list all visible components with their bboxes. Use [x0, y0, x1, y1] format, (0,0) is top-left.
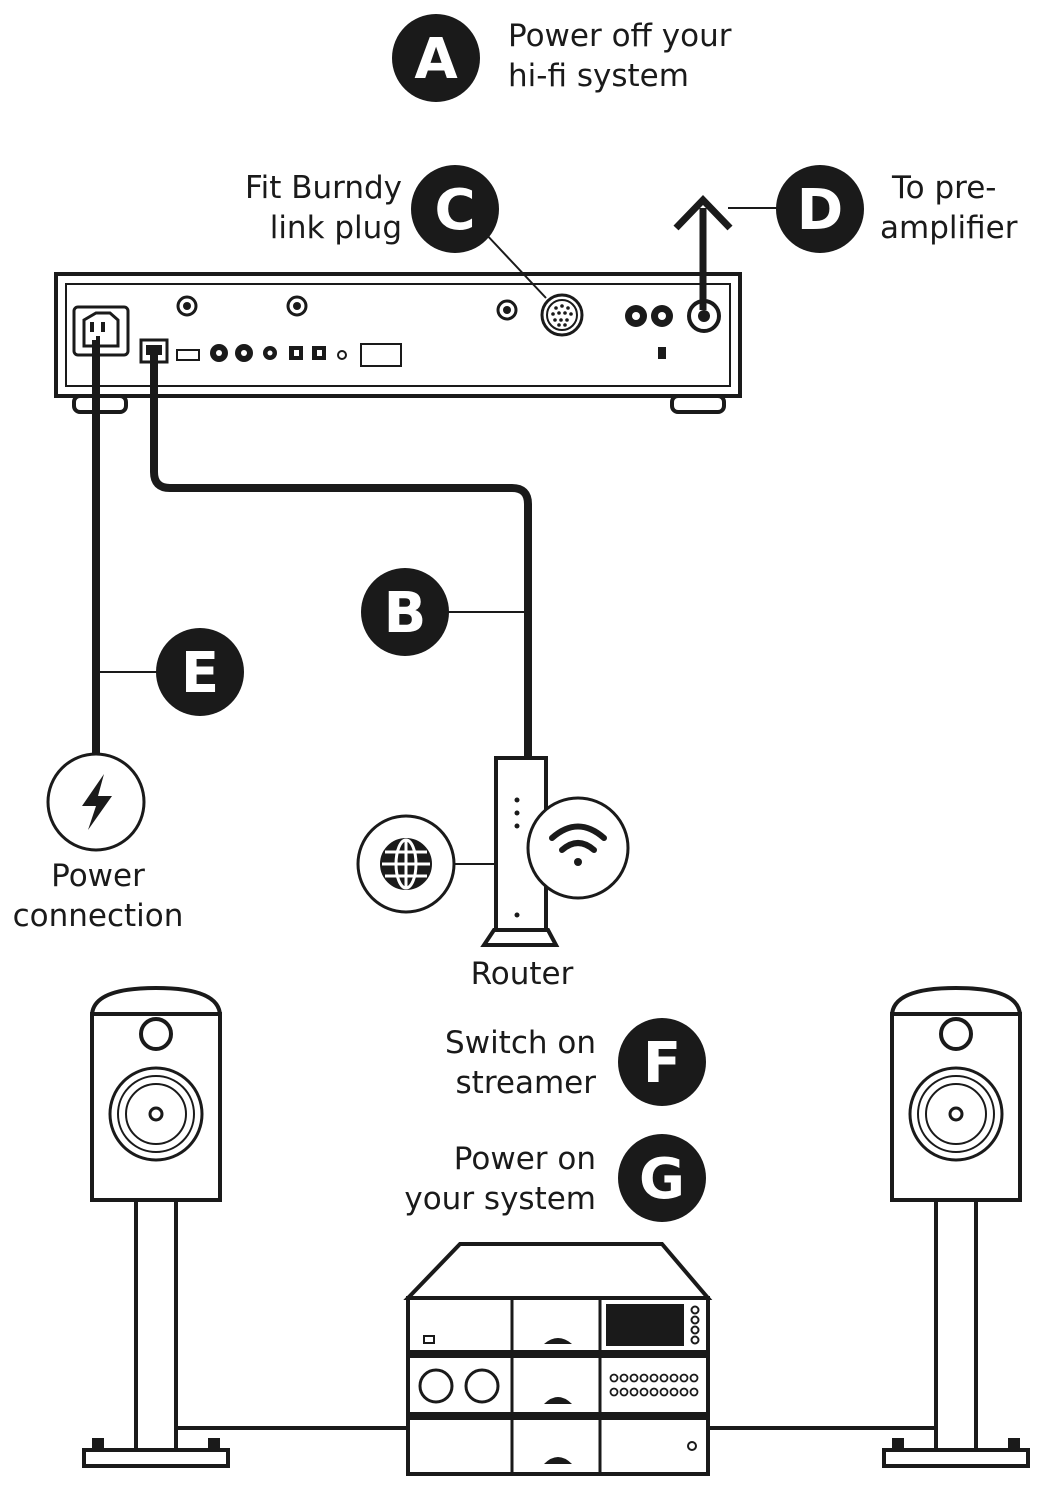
step-g-badge: G [618, 1134, 706, 1222]
step-f-line1: Switch on [445, 1025, 596, 1061]
wifi-icon [549, 823, 607, 866]
step-f-line2: streamer [455, 1065, 596, 1101]
step-a-badge: A [392, 14, 480, 102]
step-b-badge: B [361, 568, 449, 656]
hifi-stack [403, 1242, 713, 1476]
power-outlet [46, 752, 146, 852]
svg-text:A: A [414, 27, 458, 92]
analog-outputs [625, 299, 721, 359]
step-d-line1: To pre- [892, 170, 997, 206]
streamer-back-panel [54, 272, 742, 414]
power-line2: connection [12, 898, 184, 934]
step-f-label: Switch on streamer [396, 1023, 596, 1103]
step-a-line2: hi-fi system [508, 58, 689, 94]
network-cable [150, 355, 532, 760]
step-d-label: To pre- amplifier [880, 168, 1017, 248]
burndy-socket [540, 293, 584, 337]
step-c-badge: C [411, 165, 499, 253]
svg-text:D: D [797, 178, 843, 243]
usb-port [176, 349, 200, 361]
router-text: Router [470, 956, 574, 992]
right-speaker [882, 985, 1030, 1468]
step-g-line1: Power on [453, 1141, 596, 1177]
step-g-line2: your system [404, 1181, 596, 1217]
digital-inputs [210, 343, 402, 367]
wifi-badge [526, 796, 630, 900]
lightning-bolt-icon [82, 774, 112, 830]
step-d-badge: D [776, 165, 864, 253]
leader-lines [96, 207, 778, 865]
svg-text:C: C [434, 178, 475, 243]
svg-text:F: F [643, 1031, 681, 1096]
step-a-label: Power off your hi-fi system [508, 16, 731, 96]
step-f-badge: F [618, 1018, 706, 1106]
globe-icon [380, 838, 432, 890]
mains-inlet [72, 305, 130, 357]
power-line1: Power [51, 858, 145, 894]
svg-text:G: G [639, 1147, 685, 1212]
step-c-line2: link plug [269, 210, 402, 246]
step-c-label: Fit Burndy link plug [236, 168, 402, 248]
step-g-label: Power on your system [380, 1139, 596, 1219]
power-connection-label: Power connection [0, 856, 196, 936]
router-label: Router [452, 954, 592, 994]
step-c-line1: Fit Burndy [245, 170, 402, 206]
router [480, 756, 560, 947]
preamp-arrow [673, 194, 733, 310]
internet-badge [356, 814, 456, 914]
left-speaker [82, 985, 230, 1468]
panel-screws [176, 295, 518, 321]
step-e-badge: E [156, 628, 244, 716]
svg-text:B: B [384, 581, 427, 646]
step-a-line1: Power off your [508, 18, 732, 54]
step-d-line2: amplifier [880, 210, 1018, 246]
svg-text:E: E [181, 641, 219, 706]
